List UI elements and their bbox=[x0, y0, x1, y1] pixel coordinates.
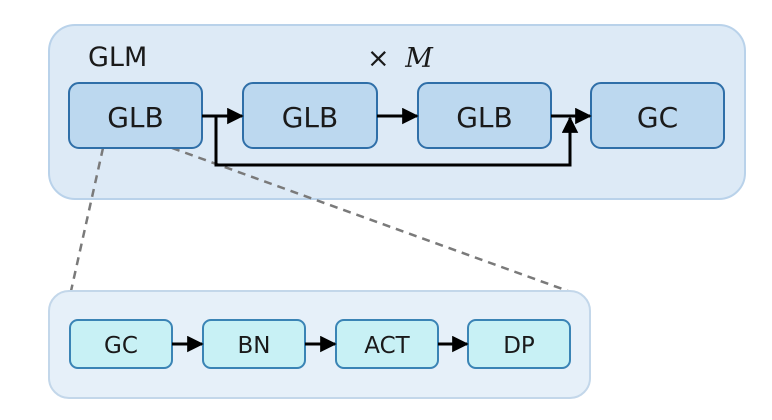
glb-block-2: GLB bbox=[242, 82, 378, 149]
detail-act-label: ACT bbox=[364, 333, 410, 359]
glb-block-1-label: GLB bbox=[107, 101, 164, 134]
glb-block-1: GLB bbox=[68, 82, 203, 149]
glb-block-3: GLB bbox=[417, 82, 552, 149]
detail-dp-block: DP bbox=[467, 319, 571, 369]
repeat-symbol: × bbox=[367, 43, 390, 74]
detail-gc-label: GC bbox=[104, 333, 138, 359]
repeat-label: × M bbox=[367, 43, 434, 74]
glb-block-3-label: GLB bbox=[456, 101, 513, 134]
glm-title: GLM bbox=[88, 42, 147, 73]
detail-bn-label: BN bbox=[238, 333, 271, 359]
zoom-line-left bbox=[69, 147, 105, 292]
detail-act-block: ACT bbox=[335, 319, 439, 369]
gc-block-label: GC bbox=[637, 101, 678, 134]
detail-bn-block: BN bbox=[202, 319, 306, 369]
skip-connection bbox=[214, 116, 579, 167]
detail-gc-block: GC bbox=[69, 319, 173, 369]
detail-dp-label: DP bbox=[503, 333, 535, 359]
zoom-line-right bbox=[171, 146, 569, 293]
gc-block: GC bbox=[590, 82, 725, 149]
repeat-variable: M bbox=[404, 43, 434, 74]
glb-block-2-label: GLB bbox=[282, 101, 339, 134]
